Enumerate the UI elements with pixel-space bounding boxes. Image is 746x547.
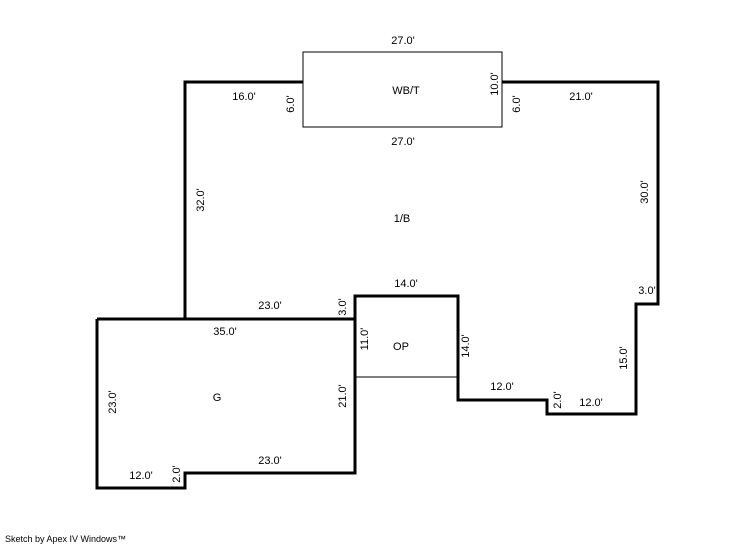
dim-label: 16.0' — [232, 91, 256, 103]
dim-label: 3.0' — [638, 285, 655, 297]
area-label-main: 1/B — [394, 213, 411, 225]
dim-label: 23.0' — [107, 390, 119, 414]
dim-label: 10.0' — [489, 72, 501, 96]
dim-label: 2.0' — [552, 391, 564, 408]
dim-label: 15.0' — [618, 346, 630, 370]
main-building-outline — [183, 80, 303, 319]
dim-label: 6.0' — [285, 95, 297, 112]
dim-label: 21.0' — [569, 91, 593, 103]
dim-label: 30.0' — [639, 180, 651, 204]
dim-label: 27.0' — [391, 35, 415, 47]
dim-label: 21.0' — [337, 384, 349, 408]
area-label-garage: G — [213, 392, 222, 404]
dim-label: 12.0' — [129, 470, 153, 482]
dim-label: 3.0' — [337, 298, 349, 315]
dim-label: 35.0' — [213, 326, 237, 338]
wbt-room — [302, 51, 503, 128]
area-label-wbt: WB/T — [392, 85, 420, 97]
dim-label: 12.0' — [490, 381, 514, 393]
main-building-outline-right — [353, 80, 660, 416]
dim-label: 14.0' — [460, 334, 472, 358]
dim-label: 14.0' — [394, 278, 418, 290]
garage-outline — [95, 317, 357, 490]
dim-label: 23.0' — [258, 455, 282, 467]
dim-label: 23.0' — [258, 300, 282, 312]
dim-label: 32.0' — [195, 188, 207, 212]
dim-label: 6.0' — [511, 95, 523, 112]
dim-label: 12.0' — [579, 397, 603, 409]
dim-label: 27.0' — [391, 136, 415, 148]
software-credit: Sketch by Apex IV Windows™ — [5, 534, 127, 544]
dim-label: 2.0' — [171, 465, 183, 482]
area-label-porch: OP — [393, 341, 409, 353]
dim-label: 11.0' — [359, 328, 371, 351]
